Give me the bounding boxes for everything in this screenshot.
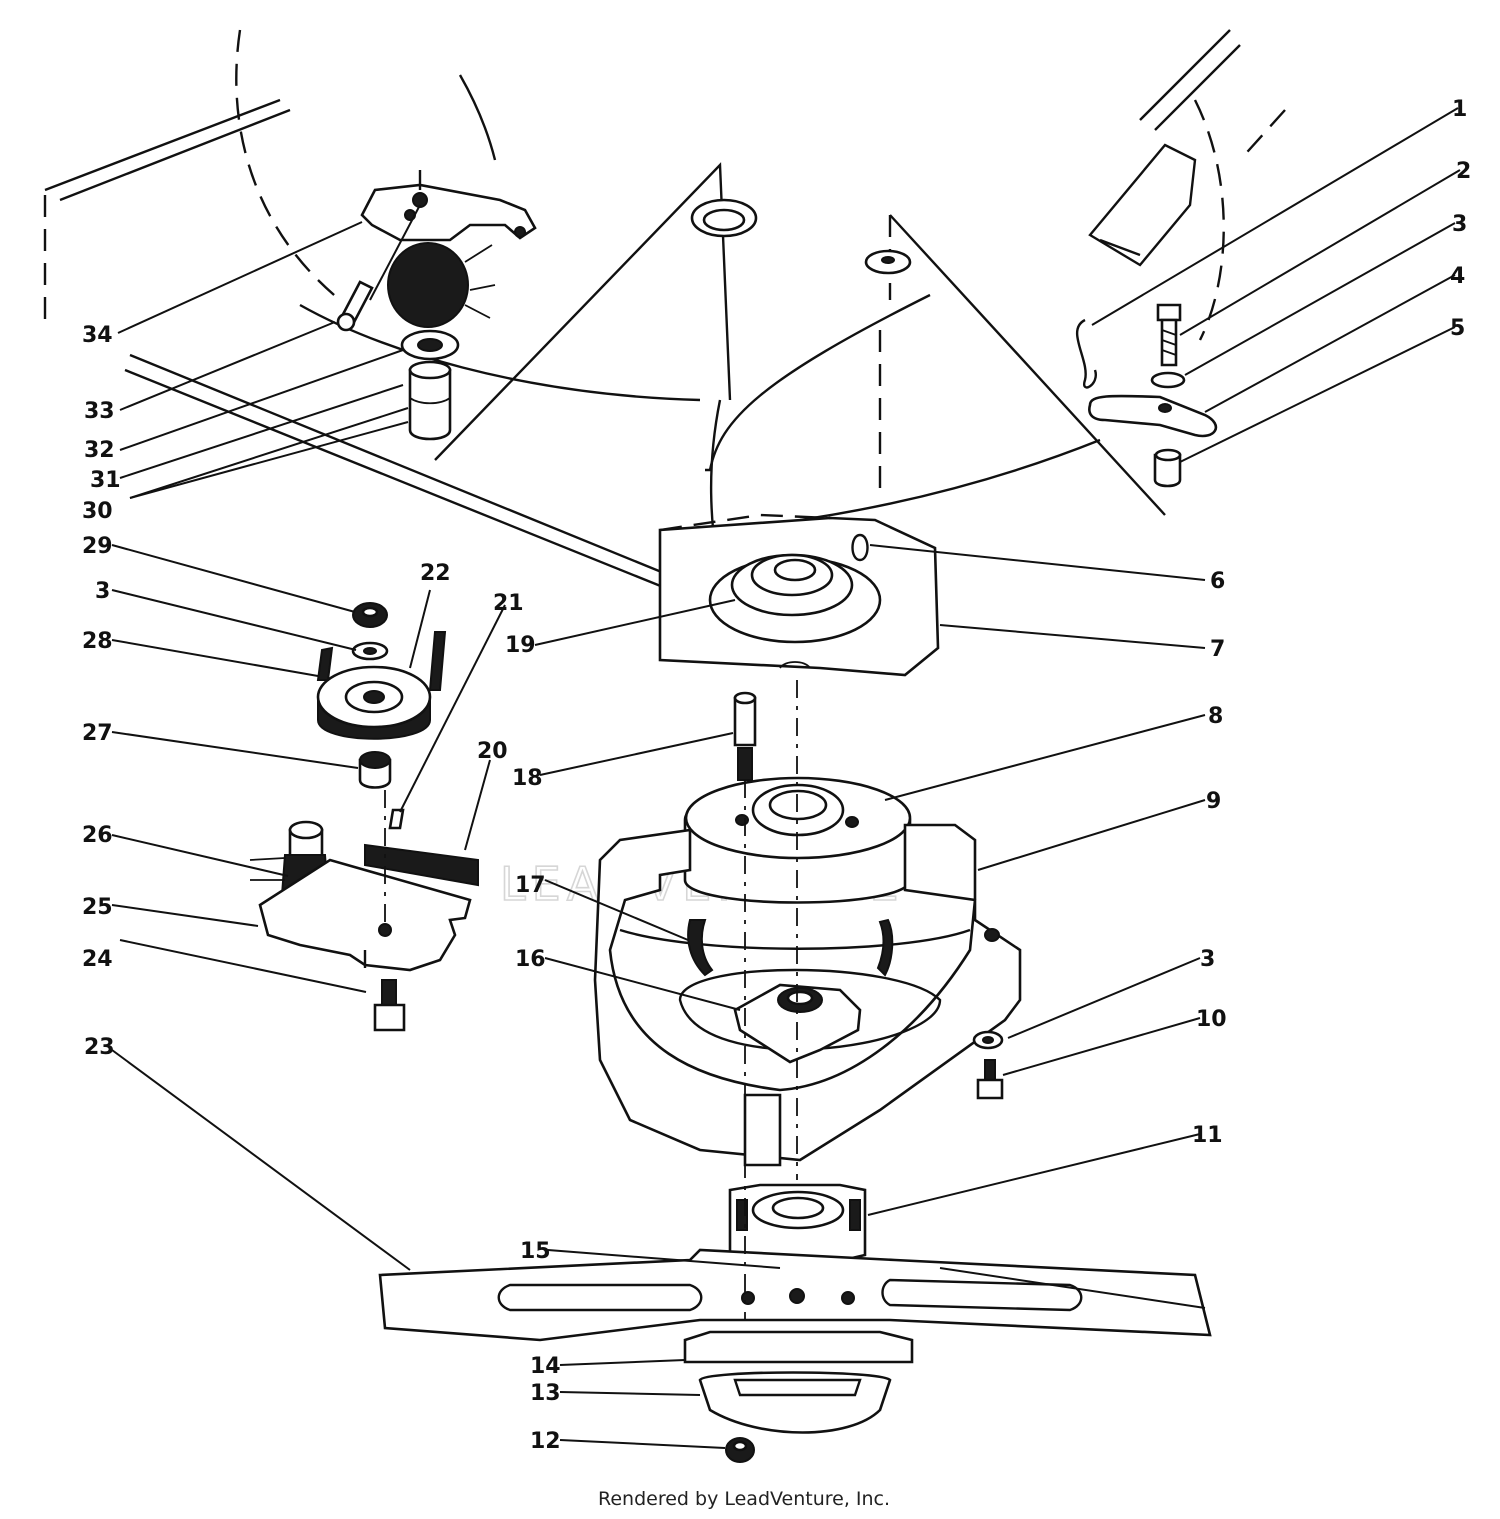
label-part-3-left: 3 [95, 579, 110, 604]
label-part-18: 18 [512, 766, 543, 791]
center-lines [384, 680, 798, 1320]
label-part-24: 24 [82, 947, 113, 972]
part-9-housing-frame [593, 823, 1022, 1167]
part-27-bushing [358, 751, 392, 789]
label-part-7: 7 [1210, 637, 1225, 662]
part-34-lever [360, 170, 537, 242]
part-31-washer [400, 329, 460, 361]
part-2-bolt [1156, 303, 1182, 367]
part-11-blade-adapter [728, 1183, 867, 1264]
part-4-plate [1088, 394, 1218, 438]
label-part-20: 20 [477, 739, 508, 764]
label-part-32: 32 [84, 438, 115, 463]
label-part-27: 27 [82, 721, 113, 746]
label-part-28: 28 [82, 629, 113, 654]
label-part-4: 4 [1450, 264, 1465, 289]
label-part-2: 2 [1456, 159, 1471, 184]
part-32-pin [336, 280, 374, 332]
part-24-bolt [373, 979, 406, 1032]
label-part-22: 22 [420, 561, 451, 586]
label-part-21: 21 [493, 591, 524, 616]
part-25-idler-arm [258, 858, 472, 972]
label-part-31: 31 [90, 468, 121, 493]
label-part-9: 9 [1206, 789, 1221, 814]
part-3-washer-left [351, 641, 389, 661]
part-22-belt-guide [316, 631, 447, 691]
part-23-blade [378, 1248, 1212, 1342]
label-part-33: 33 [84, 399, 115, 424]
label-part-11: 11 [1192, 1123, 1223, 1148]
leader-lines [111, 107, 1461, 1449]
label-part-29: 29 [82, 534, 113, 559]
label-part-12: 12 [530, 1429, 561, 1454]
label-part-3: 3 [1452, 212, 1467, 237]
part-18-bolt [733, 691, 757, 781]
label-part-34: 34 [82, 323, 113, 348]
part-5-spacer [1153, 448, 1182, 488]
label-part-26: 26 [82, 823, 113, 848]
label-part-23: 23 [84, 1035, 115, 1060]
label-part-8: 8 [1208, 704, 1223, 729]
part-1-spring-clip [1075, 318, 1097, 389]
part-17-belt-guide [687, 918, 894, 977]
deck-washer-top [690, 198, 758, 238]
part-14-stiffener [683, 1330, 914, 1364]
part-19-pulley [708, 553, 882, 644]
part-20-belt-keeper [364, 843, 479, 887]
credit-text: Rendered by LeadVenture, Inc. [598, 1488, 890, 1510]
part-3-washer-top [1150, 371, 1186, 389]
label-part-14: 14 [530, 1354, 561, 1379]
part-13-blade-cup [698, 1371, 892, 1434]
label-part-30: 30 [82, 499, 113, 524]
label-part-5: 5 [1450, 316, 1465, 341]
part-33-spring [387, 242, 496, 328]
part-12-nut [725, 1437, 755, 1463]
label-part-16: 16 [515, 947, 546, 972]
label-part-19: 19 [505, 633, 536, 658]
part-30-bushing [408, 360, 452, 441]
label-part-25: 25 [82, 895, 113, 920]
label-part-1: 1 [1452, 97, 1467, 122]
label-part-13: 13 [530, 1381, 561, 1406]
label-part-6: 6 [1210, 569, 1225, 594]
part-10-bolt [976, 1059, 1004, 1100]
part-3-washer-right [972, 1030, 1004, 1050]
part-21-bolt [388, 808, 405, 830]
part-8-pulley-housing [683, 776, 912, 904]
part-28-idler-pulley [316, 665, 432, 740]
label-part-3-right: 3 [1200, 947, 1215, 972]
part-29-nut [352, 602, 388, 628]
label-part-15: 15 [520, 1239, 551, 1264]
label-part-10: 10 [1196, 1007, 1227, 1032]
part-number-labels: 1 2 3 4 5 6 7 8 9 3 10 11 12 13 14 15 16… [82, 97, 1471, 1454]
deck-washer-right [864, 249, 912, 275]
label-part-17: 17 [515, 873, 546, 898]
